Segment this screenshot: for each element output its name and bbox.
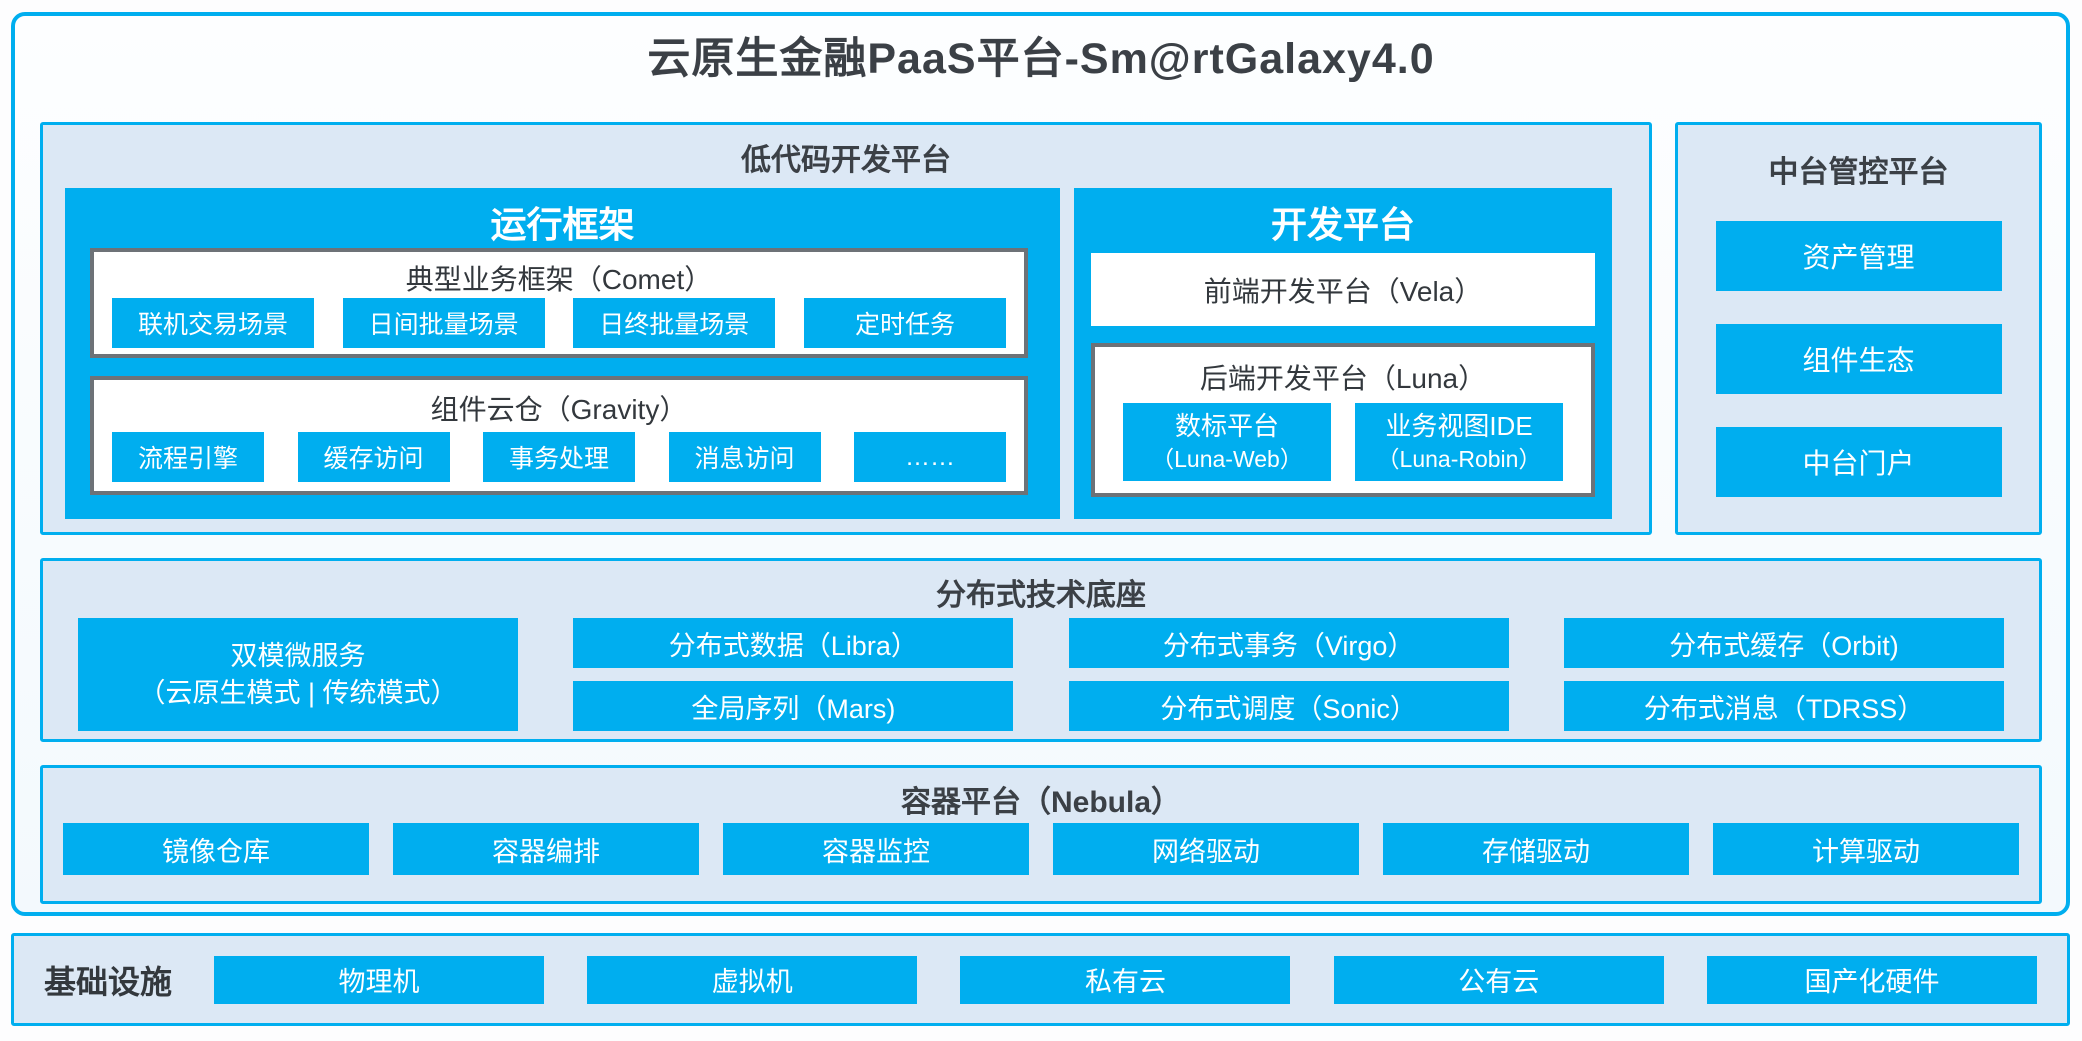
gravity-item-ellipsis: …… xyxy=(854,432,1006,482)
luna-items-row: 数标平台 （Luna-Web） 业务视图IDE （Luna-Robin） xyxy=(1123,403,1563,481)
vela-label: 前端开发平台（Vela） xyxy=(1203,275,1483,307)
comet-item: 联机交易场景 xyxy=(112,298,314,348)
dev-platform-title: 开发平台 xyxy=(1270,204,1415,245)
midplatform-item: 组件生态 xyxy=(1715,324,2002,394)
luna-item-robin-line1: 业务视图IDE xyxy=(1385,410,1533,441)
comet-title: 典型业务框架（Comet） xyxy=(405,264,713,295)
midplatform-item: 资产管理 xyxy=(1715,221,2002,291)
infrastructure-item: 国产化硬件 xyxy=(1706,955,2037,1004)
distributed-base-panel: 分布式技术底座 双模微服务 （云原生模式 | 传统模式） 分布式数据（Libra… xyxy=(40,558,2042,742)
gravity-title: 组件云仓（Gravity） xyxy=(430,394,688,425)
comet-box: 典型业务框架（Comet） 联机交易场景 日间批量场景 日终批量场景 定时任务 xyxy=(90,248,1028,358)
infrastructure-item: 虚拟机 xyxy=(587,955,918,1004)
luna-item-web-line2: （Luna-Web） xyxy=(1151,446,1303,473)
luna-box: 后端开发平台（Luna） 数标平台 （Luna-Web） 业务视图IDE （Lu… xyxy=(1091,343,1595,497)
midplatform-title: 中台管控平台 xyxy=(1768,156,1949,189)
distributed-item: 分布式消息（TDRSS） xyxy=(1563,681,2004,731)
distributed-col: 分布式缓存（Orbit) 分布式消息（TDRSS） xyxy=(1563,618,2004,731)
gravity-item: 流程引擎 xyxy=(112,432,264,482)
lowcode-platform-title: 低代码开发平台 xyxy=(741,144,951,177)
infrastructure-item: 物理机 xyxy=(214,955,545,1004)
infrastructure-panel: 基础设施 物理机 虚拟机 私有云 公有云 国产化硬件 xyxy=(11,933,2070,1026)
luna-title: 后端开发平台（Luna） xyxy=(1199,363,1487,394)
luna-item-web-line1: 数标平台 xyxy=(1174,410,1279,441)
comet-item: 日间批量场景 xyxy=(342,298,545,348)
gravity-item: 消息访问 xyxy=(668,432,821,482)
nebula-item: 容器监控 xyxy=(723,823,1029,875)
comet-item: 日终批量场景 xyxy=(573,298,776,348)
dual-mode-microservice-box: 双模微服务 （云原生模式 | 传统模式） xyxy=(78,618,518,731)
nebula-item: 计算驱动 xyxy=(1713,823,2019,875)
midplatform-item: 中台门户 xyxy=(1715,427,2002,497)
nebula-title: 容器平台（Nebula） xyxy=(900,786,1182,819)
dual-mode-line1: 双模微服务 xyxy=(230,641,366,672)
gravity-item: 事务处理 xyxy=(483,432,635,482)
distributed-col: 分布式数据（Libra） 全局序列（Mars) xyxy=(573,618,1014,731)
luna-item-robin-line2: （Luna-Robin） xyxy=(1376,446,1542,473)
dual-mode-line2: （云原生模式 | 传统模式） xyxy=(138,677,458,708)
infrastructure-item: 公有云 xyxy=(1333,955,1664,1004)
gravity-box: 组件云仓（Gravity） 流程引擎 缓存访问 事务处理 消息访问 …… xyxy=(90,376,1028,495)
comet-item: 定时任务 xyxy=(803,298,1006,348)
lowcode-platform-panel: 低代码开发平台 运行框架 典型业务框架（Comet） 联机交易场景 日间批量场景… xyxy=(40,122,1652,535)
distributed-item: 分布式缓存（Orbit) xyxy=(1563,618,2004,668)
nebula-items-row: 镜像仓库 容器编排 容器监控 网络驱动 存储驱动 计算驱动 xyxy=(63,823,2019,875)
vela-box: 前端开发平台（Vela） xyxy=(1091,253,1595,326)
distributed-base-title: 分布式技术底座 xyxy=(936,579,1146,612)
nebula-item: 网络驱动 xyxy=(1053,823,1359,875)
luna-item-robin: 业务视图IDE （Luna-Robin） xyxy=(1355,403,1563,481)
distributed-item: 分布式调度（Sonic） xyxy=(1068,681,1509,731)
distributed-grid: 双模微服务 （云原生模式 | 传统模式） 分布式数据（Libra） 全局序列（M… xyxy=(78,618,2004,731)
infrastructure-label: 基础设施 xyxy=(44,963,173,1000)
page-title: 云原生金融PaaS平台-Sm@rtGalaxy4.0 xyxy=(647,35,1435,83)
nebula-item: 镜像仓库 xyxy=(63,823,369,875)
runtime-framework-panel: 运行框架 典型业务框架（Comet） 联机交易场景 日间批量场景 日终批量场景 … xyxy=(65,188,1060,519)
comet-items-row: 联机交易场景 日间批量场景 日终批量场景 定时任务 xyxy=(112,298,1006,348)
distributed-item: 分布式数据（Libra） xyxy=(573,618,1014,668)
distributed-item: 全局序列（Mars) xyxy=(573,681,1014,731)
runtime-framework-title: 运行框架 xyxy=(490,204,635,245)
gravity-items-row: 流程引擎 缓存访问 事务处理 消息访问 …… xyxy=(112,432,1006,482)
distributed-col: 分布式事务（Virgo） 分布式调度（Sonic） xyxy=(1068,618,1509,731)
nebula-item: 容器编排 xyxy=(393,823,699,875)
infrastructure-item: 私有云 xyxy=(960,955,1291,1004)
infrastructure-items-row: 物理机 虚拟机 私有云 公有云 国产化硬件 xyxy=(214,955,2037,1004)
midplatform-panel: 中台管控平台 资产管理 组件生态 中台门户 xyxy=(1675,122,2042,535)
midplatform-items: 资产管理 组件生态 中台门户 xyxy=(1678,221,2039,497)
gravity-item: 缓存访问 xyxy=(297,432,450,482)
nebula-panel: 容器平台（Nebula） 镜像仓库 容器编排 容器监控 网络驱动 存储驱动 计算… xyxy=(40,765,2042,904)
distributed-item: 分布式事务（Virgo） xyxy=(1068,618,1509,668)
nebula-item: 存储驱动 xyxy=(1383,823,1689,875)
dev-platform-panel: 开发平台 前端开发平台（Vela） 后端开发平台（Luna） 数标平台 （Lun… xyxy=(1074,188,1612,519)
luna-item-web: 数标平台 （Luna-Web） xyxy=(1123,403,1331,481)
